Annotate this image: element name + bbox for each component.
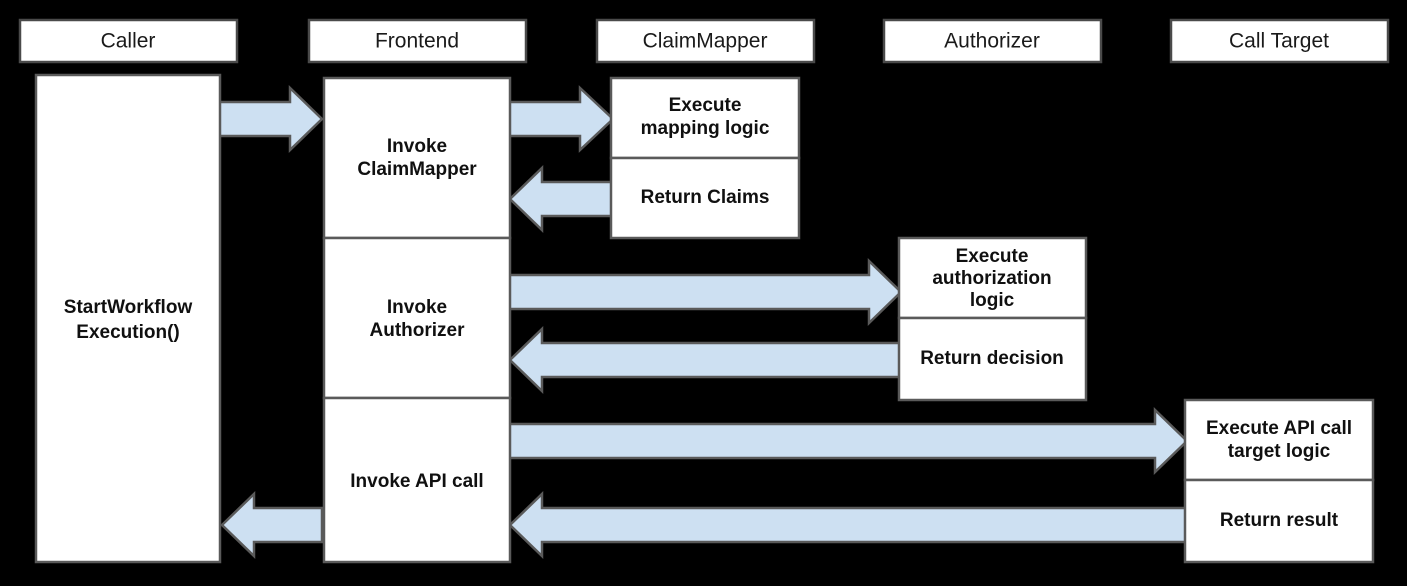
lane-header-label: Authorizer: [944, 30, 1040, 53]
lane-header-label: Call Target: [1229, 30, 1329, 53]
activation-authorizer-execute-authorization-logic: Execute authorization logic: [897, 236, 1088, 320]
activation-label-line1: Return Claims: [641, 187, 770, 208]
message-arrow-frontend-to-caller: [220, 491, 324, 559]
activation-frontend-invoke-claimmapper: Invoke ClaimMapper: [322, 76, 512, 240]
lane-header-caller[interactable]: Caller: [18, 18, 239, 64]
activation-label-line1: Invoke: [387, 297, 447, 318]
activation-label-line1: StartWorkflow: [64, 297, 193, 318]
activation-label-line2: target logic: [1228, 441, 1331, 462]
activation-label-line1: Execute: [956, 246, 1029, 267]
activation-label-line1: Return decision: [920, 348, 1064, 369]
activation-label-line2: ClaimMapper: [357, 159, 477, 180]
activation-label-line2: Execution(): [76, 322, 179, 343]
activation-calltarget-return-result: Return result: [1183, 478, 1375, 564]
activation-claimmapper-execute-mapping-logic: Execute mapping logic: [609, 76, 801, 160]
activation-frontend-invoke-authorizer: Invoke Authorizer: [322, 236, 512, 400]
activation-label-line1: Invoke: [387, 136, 447, 157]
message-arrow-claimmapper-to-frontend: [508, 165, 615, 233]
lane-header-authorizer[interactable]: Authorizer: [882, 18, 1103, 64]
lane-header-calltarget[interactable]: Call Target: [1169, 18, 1390, 64]
activation-label-line1: Execute API call: [1206, 418, 1352, 439]
message-arrow-frontend-to-authorizer: [506, 258, 903, 326]
lane-header-label: ClaimMapper: [643, 30, 768, 53]
activation-label-line1: Execute: [669, 95, 742, 116]
message-arrow-authorizer-to-frontend: [508, 326, 903, 394]
activation-label-line2: authorization: [932, 268, 1051, 289]
activation-label-line1: Return result: [1220, 510, 1339, 531]
activation-label-line2: Authorizer: [370, 320, 466, 341]
activation-claimmapper-return-claims: Return Claims: [609, 156, 801, 240]
message-arrow-calltarget-to-frontend: [508, 491, 1189, 559]
lane-header-claimmapper[interactable]: ClaimMapper: [595, 18, 816, 64]
activation-calltarget-execute-api-call-target-logic: Execute API call target logic: [1183, 398, 1375, 482]
activation-authorizer-return-decision: Return decision: [897, 316, 1088, 402]
activation-frontend-invoke-api-call: Invoke API call: [322, 396, 512, 564]
activation-label-line3: logic: [970, 290, 1015, 311]
lane-header-label: Frontend: [375, 30, 459, 53]
lane-header-label: Caller: [101, 30, 156, 53]
message-arrow-caller-to-frontend: [217, 85, 324, 153]
activation-caller-startworkflow: StartWorkflow Execution(): [34, 73, 222, 564]
activation-label-line1: Invoke API call: [350, 471, 483, 492]
activation-label-line2: mapping logic: [641, 118, 770, 139]
lane-header-frontend[interactable]: Frontend: [307, 18, 528, 64]
message-arrow-frontend-to-calltarget: [506, 407, 1189, 475]
message-arrow-frontend-to-claimmapper: [506, 85, 615, 153]
